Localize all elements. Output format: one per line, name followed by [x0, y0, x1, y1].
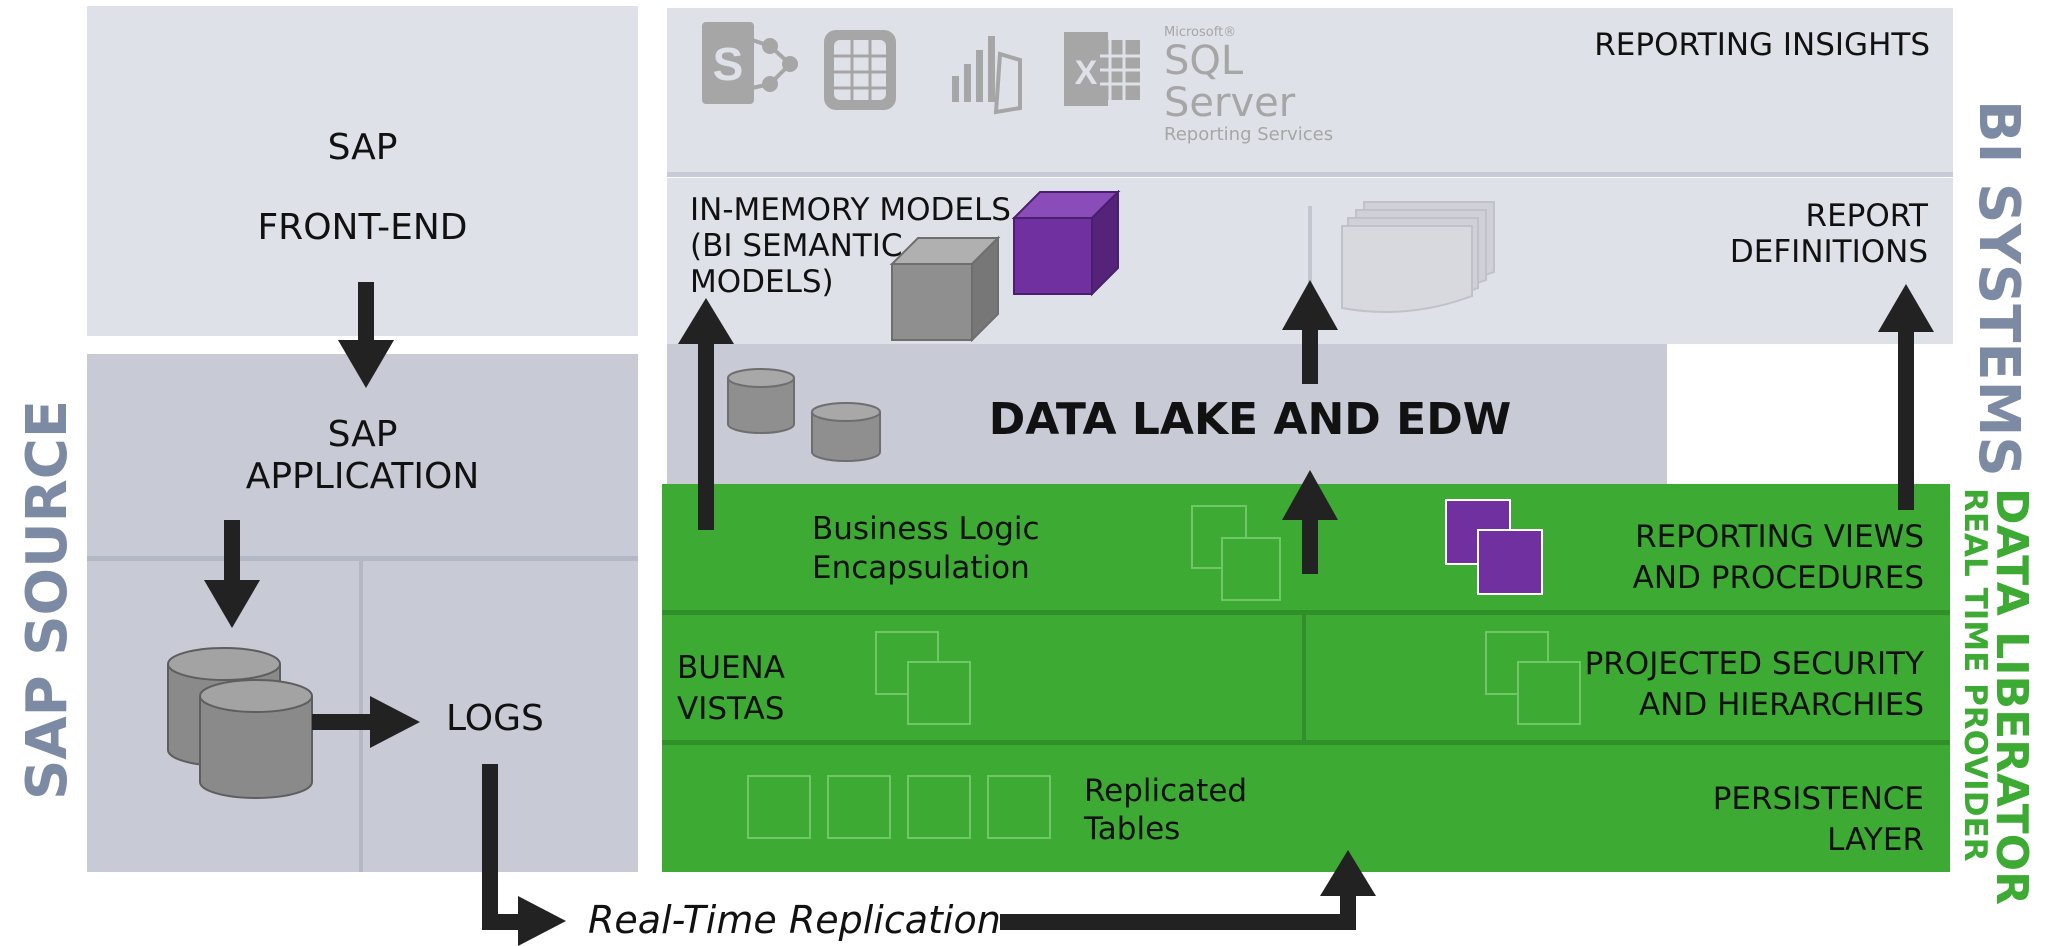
report-definitions-label: REPORT DEFINITIONS	[1729, 198, 1928, 270]
buena-vistas-squares-icon	[875, 631, 971, 725]
gray-cube-icon	[889, 235, 1001, 343]
liberator-separator-1	[662, 610, 1950, 615]
sap-front-end-label: SAP FRONT-END	[257, 127, 468, 248]
projected-security-label: PROJECTED SECURITY AND HIERARCHIES	[1584, 646, 1924, 723]
reporting-views-label: REPORTING VIEWS AND PROCEDURES	[1632, 519, 1924, 596]
reporting-views-purple-squares-icon	[1445, 499, 1543, 595]
excel-icon: X	[1064, 32, 1140, 106]
sap-front-end-panel	[87, 6, 638, 336]
purple-cube-icon	[1011, 189, 1121, 297]
replicated-tables-squares-icon	[747, 775, 1051, 839]
data-lake-cylinder-1-icon	[727, 368, 795, 434]
logs-label: LOGS	[446, 698, 544, 739]
application-divider-horizontal	[87, 556, 638, 561]
arrow-database-to-logs	[312, 696, 420, 748]
liberator-separator-2	[662, 740, 1950, 745]
power-pivot-icon	[824, 30, 896, 110]
inmemory-models-label: IN-MEMORY MODELS (BI SEMANTIC MODELS)	[690, 192, 1011, 300]
buena-vistas-label: BUENA VISTAS	[677, 650, 785, 727]
sap-application-label: SAP APPLICATION	[245, 414, 480, 497]
sap-database-icon	[167, 647, 313, 799]
power-bi-icon	[952, 36, 1022, 115]
svg-text:S: S	[713, 38, 744, 90]
real-time-replication-label: Real-Time Replication	[588, 898, 1001, 942]
sharepoint-icon: S	[702, 22, 798, 104]
projected-security-squares-icon	[1485, 631, 1581, 725]
arrow-logs-to-replication	[482, 764, 566, 946]
business-logic-label: Business Logic Encapsulation	[812, 511, 1040, 586]
arrow-front-end-to-application	[338, 282, 394, 388]
arrow-business-logic-to-inmemory	[678, 298, 734, 530]
flow-arrows	[204, 280, 1934, 946]
arrow-application-to-database	[204, 520, 260, 628]
liberator-separator-vertical	[1302, 614, 1306, 741]
data-lake-title: DATA LAKE AND EDW	[988, 394, 1512, 445]
reporting-insights-label: REPORTING INSIGHTS	[1594, 27, 1930, 63]
bi-divider	[667, 172, 1953, 177]
arrow-liberator-to-data-lake	[1282, 470, 1338, 574]
arrow-reporting-views-to-report-definitions	[1878, 284, 1934, 510]
report-pages-icon	[1308, 201, 1495, 313]
arrow-replication-to-persistence	[1000, 850, 1376, 930]
sql-server-logo: Microsoft® SQL Server Reporting Services	[1164, 25, 1334, 146]
svg-text:X: X	[1075, 54, 1098, 92]
data-lake-cylinder-2-icon	[811, 402, 881, 462]
arrow-data-lake-to-reports	[1282, 280, 1338, 384]
replicated-tables-label: Replicated Tables	[1084, 773, 1248, 847]
persistence-layer-label: PERSISTENCE LAYER	[1712, 781, 1924, 858]
business-logic-squares-icon	[1191, 505, 1281, 601]
